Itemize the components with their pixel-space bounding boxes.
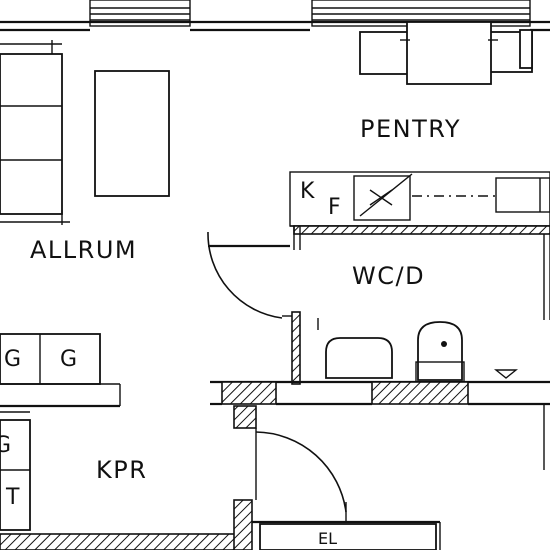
pentry-table-set xyxy=(359,21,533,85)
kf-unit: K F xyxy=(300,179,341,220)
fixture-label-g1: G xyxy=(4,347,21,372)
fixture-label-f: F xyxy=(328,195,341,220)
fixture-label-k: K xyxy=(300,179,315,204)
room-label-pentry: PENTRY xyxy=(360,115,461,143)
washbasin xyxy=(325,337,393,379)
room-label-wcd: WC/D xyxy=(352,262,425,290)
bottom-wall xyxy=(0,499,441,550)
fixture-label-g2: G xyxy=(60,347,77,372)
fixture-label-t: T xyxy=(5,485,20,510)
room-label-allrum: ALLRUM xyxy=(30,236,137,264)
wc-kpr-wall xyxy=(210,380,550,406)
storage-units-upper xyxy=(0,333,121,408)
pentry-wc-wall xyxy=(293,225,550,250)
bookshelf xyxy=(0,40,70,225)
toilet xyxy=(415,321,465,383)
room-label-kpr: KPR xyxy=(96,456,147,484)
fixture-label-g3: G xyxy=(0,433,11,458)
top-window-left xyxy=(89,0,191,27)
right-wall xyxy=(543,234,550,470)
floor-drain xyxy=(494,369,518,379)
coffee-table xyxy=(94,70,170,197)
kpr-door xyxy=(233,405,347,522)
el-cabinet xyxy=(259,523,437,550)
storage-units-lower xyxy=(0,411,31,531)
fixture-label-el: EL xyxy=(318,529,337,548)
wc-partition xyxy=(291,311,319,385)
allrum-door xyxy=(207,231,294,319)
